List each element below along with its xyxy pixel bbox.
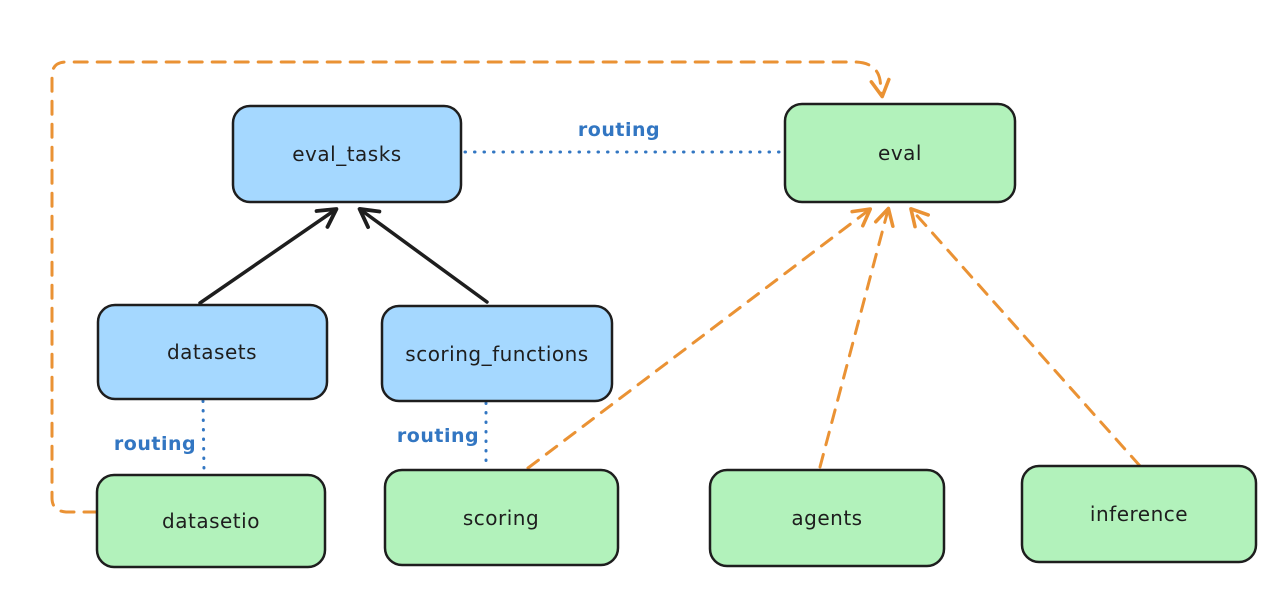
edge-routing-datasets-datasetio — [201, 399, 206, 473]
node-inference: inference — [1020, 464, 1258, 564]
node-datasets: datasets — [96, 303, 329, 401]
node-eval: eval — [783, 102, 1017, 204]
node-eval-tasks-box — [231, 104, 463, 204]
edge-inference-to-eval — [909, 207, 1142, 468]
routing-label-scoring-functions-scoring: routing — [397, 425, 479, 447]
node-agents-label: agents — [791, 506, 862, 530]
edge-datasets-to-eval-tasks — [198, 207, 339, 305]
node-scoring-functions: scoring_functions — [380, 304, 614, 403]
node-scoring-label: scoring — [463, 506, 539, 530]
node-datasetio: datasetio — [95, 473, 327, 569]
node-scoring-functions-label: scoring_functions — [405, 342, 588, 366]
edge-scoring-functions-to-eval-tasks — [357, 207, 489, 304]
routing-label-eval-tasks-eval: routing — [578, 119, 660, 141]
node-eval-label: eval — [878, 141, 922, 165]
node-datasets-box — [96, 303, 329, 401]
node-datasets-label: datasets — [167, 340, 257, 364]
node-inference-box — [1020, 464, 1258, 564]
edge-agents-to-eval — [818, 206, 895, 469]
node-agents-box — [708, 468, 946, 568]
edge-scoring-to-eval — [526, 207, 873, 470]
node-datasetio-label: datasetio — [162, 509, 260, 533]
node-inference-label: inference — [1090, 502, 1188, 526]
node-agents: agents — [708, 468, 946, 568]
node-eval-tasks: eval_tasks — [231, 104, 463, 204]
node-eval-tasks-label: eval_tasks — [292, 142, 401, 166]
node-scoring-functions-box — [380, 304, 614, 403]
node-datasetio-box — [95, 473, 327, 569]
node-eval-box — [783, 102, 1017, 204]
routing-label-datasets-datasetio: routing — [114, 433, 196, 455]
edge-datasetio-to-eval — [50, 60, 891, 514]
node-scoring: scoring — [383, 468, 620, 567]
node-scoring-box — [383, 468, 620, 567]
